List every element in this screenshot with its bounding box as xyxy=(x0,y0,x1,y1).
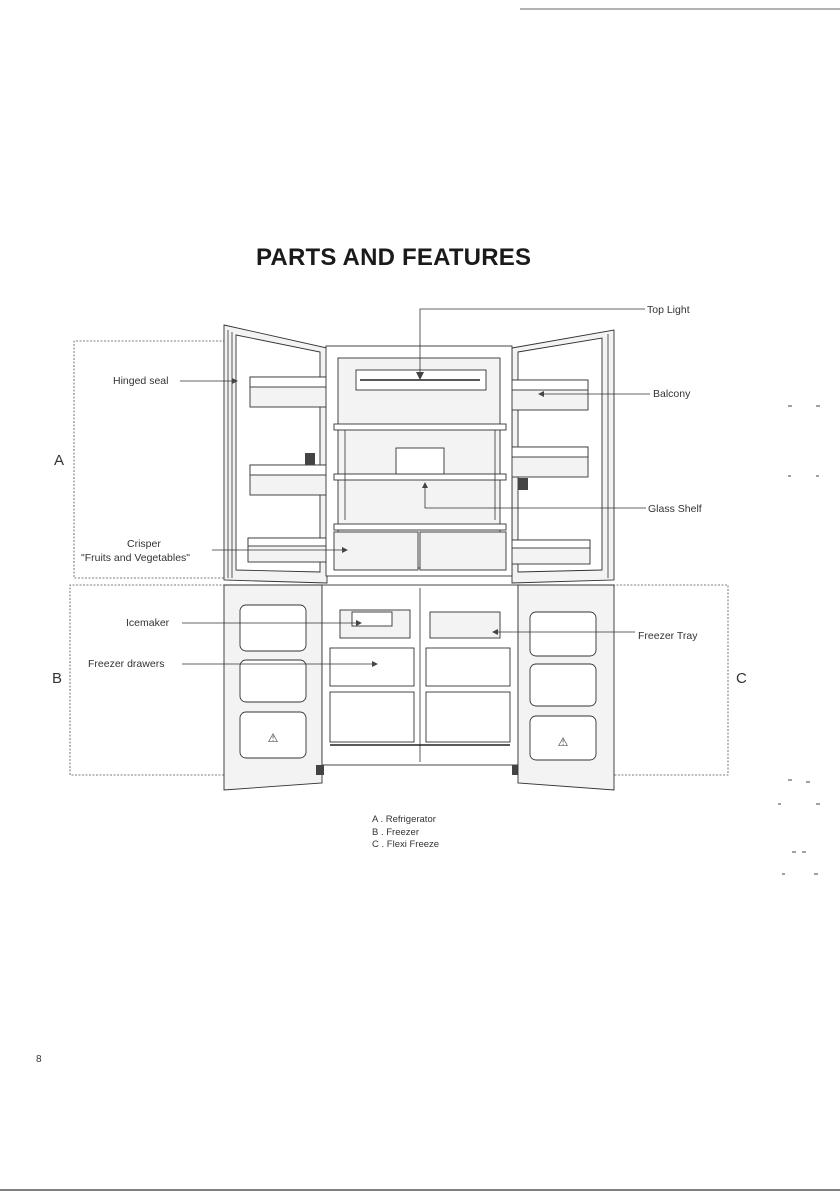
label-crisper-subtitle: "Fruits and Vegetables" xyxy=(81,552,190,564)
svg-text:⚠: ⚠ xyxy=(268,731,279,745)
section-label-a: A xyxy=(54,452,64,469)
right-lower-door: ⚠ xyxy=(518,585,614,790)
legend-item-flexi-freeze: C . Flexi Freeze xyxy=(372,839,439,852)
left-lower-door: ⚠ xyxy=(224,585,322,790)
legend-item-freezer: B . Freezer xyxy=(372,827,439,840)
label-balcony: Balcony xyxy=(653,388,690,400)
right-upper-door xyxy=(510,330,614,583)
label-freezer-tray: Freezer Tray xyxy=(638,630,698,642)
label-icemaker: Icemaker xyxy=(126,617,169,629)
label-crisper: Crisper xyxy=(127,538,161,550)
label-glass-shelf: Glass Shelf xyxy=(648,503,702,515)
section-b-bracket xyxy=(70,585,232,775)
legend: A . Refrigerator B . Freezer C . Flexi F… xyxy=(372,814,439,852)
svg-text:⚠: ⚠ xyxy=(558,735,569,749)
label-freezer-drawers: Freezer drawers xyxy=(88,658,164,670)
freezer-cabinet xyxy=(316,585,520,775)
page-title: PARTS AND FEATURES xyxy=(256,244,531,272)
legend-item-refrigerator: A . Refrigerator xyxy=(372,814,439,827)
label-hinged-seal: Hinged seal xyxy=(113,375,168,387)
left-upper-door xyxy=(224,325,328,583)
section-label-c: C xyxy=(736,670,747,687)
section-label-b: B xyxy=(52,670,62,687)
section-c-bracket xyxy=(606,585,728,775)
page-number: 8 xyxy=(36,1054,42,1065)
label-top-light: Top Light xyxy=(647,304,690,316)
refrigerator-cabinet xyxy=(326,346,512,576)
